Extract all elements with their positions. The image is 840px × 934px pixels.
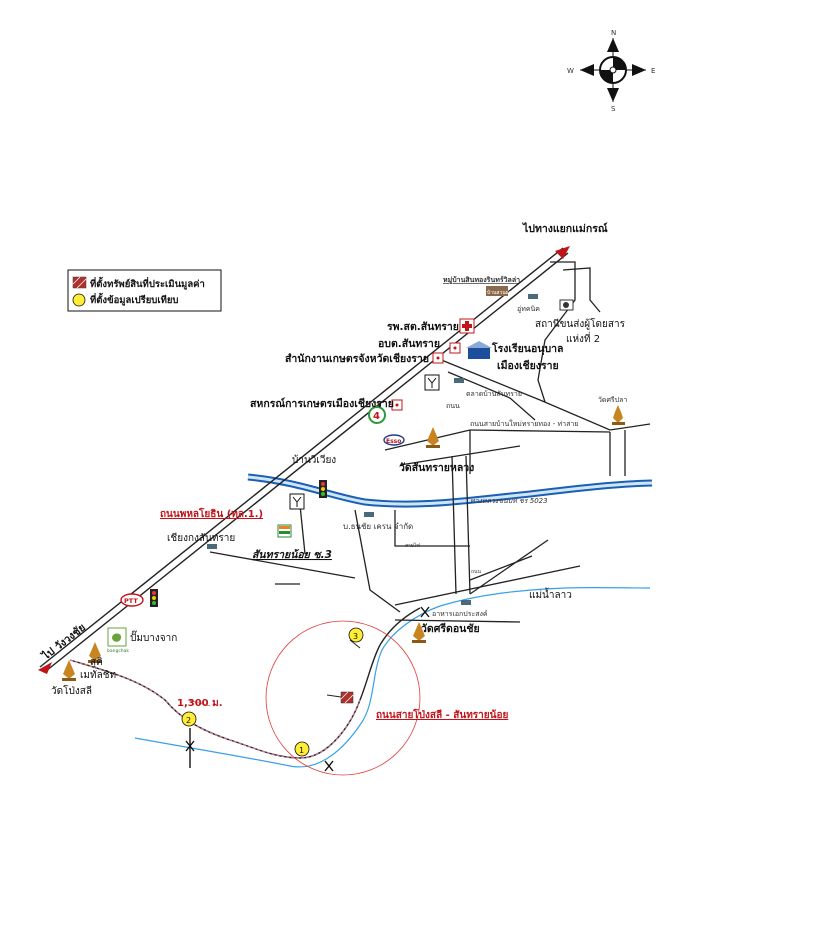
legend: ที่ตั้งทรัพย์สินที่ประเมินมูลค่า ที่ตั้ง…	[67, 269, 222, 312]
label-agri-office: สำนักงานเกษตรจังหวัดเชียงราย	[285, 352, 429, 365]
building-icon	[207, 294, 538, 605]
temple-icon	[412, 622, 426, 643]
label-restaurant: อาหารเอกประสงค์	[432, 610, 488, 618]
bus-station-icon	[559, 299, 574, 311]
legend-comparable-label: ที่ตั้งข้อมูลเปรียบเทียบ	[90, 292, 178, 307]
comparable-marker-3: 3	[348, 627, 364, 643]
label-wat-sri-pan: วัดศรีปลา	[598, 396, 627, 404]
label-uthai: อู่ทคนิค	[517, 305, 540, 313]
label-to-mae-kon: ไปทางแยกแม่กรณ์	[522, 222, 608, 235]
label-chiang-kong: เชียงกงสันทราย	[167, 532, 235, 544]
label-terminal-1: สถานีขนส่งผู้โดยสาร	[535, 317, 626, 330]
bangchak-logo-icon: bangchak	[107, 627, 129, 654]
temple-icon	[88, 642, 102, 663]
compass-west-arrow	[580, 64, 594, 76]
label-pong-road: ถนนสายโป่งสลี - สันทรายน้อย	[376, 708, 508, 721]
label-road-small: ถนน	[446, 402, 460, 410]
svg-text:3: 3	[353, 632, 358, 641]
legend-assessed-label: ที่ตั้งทรัพย์สินที่ประเมินมูลค่า	[90, 276, 205, 291]
label-sao: อบต.สันทราย	[378, 338, 440, 350]
compass-s-label: S	[611, 105, 616, 113]
label-distance: 1,300 ม.	[177, 698, 223, 709]
comparable-marker-2: 2	[181, 711, 197, 727]
coop-logo-icon: 4	[368, 406, 386, 424]
svg-text:1: 1	[299, 746, 304, 755]
label-ban-pong-road: ถนนสายบ้านใหม่ทรายทอง - ท่าสาย	[470, 419, 578, 428]
label-terminal-2: แห่งที่ 2	[566, 331, 600, 345]
temple-icon	[426, 427, 440, 448]
junction-icon	[424, 374, 440, 391]
compass: N S W E	[567, 29, 655, 113]
legend-yellow-dot-icon	[72, 293, 86, 307]
temple-icon	[612, 405, 625, 425]
to-mae-kon-arrow	[555, 246, 570, 259]
canal	[247, 473, 653, 508]
assessed-property-marker	[340, 691, 354, 704]
mae-lao-river	[134, 586, 651, 768]
road-network	[209, 261, 651, 623]
label-kindergarten-1: โรงเรียนอนุบาล	[491, 342, 563, 356]
compass-n-label: N	[611, 29, 616, 37]
label-gas-station: ปั๊มบางจาก	[130, 630, 177, 644]
school-icon	[466, 341, 492, 359]
label-sukhi-2: เมทัลชิท	[80, 670, 116, 681]
bridge-marks	[185, 606, 430, 772]
label-santrai-noi: สันทรายน้อย ซ.3	[252, 549, 332, 561]
label-coop: สหกรณ์การเกษตรเมืองเชียงราย	[250, 397, 394, 410]
label-wat-santrai: วัดสันทรายหลวง	[399, 462, 474, 474]
ptt-logo-icon: PTT	[120, 593, 144, 607]
label-wat-sri-don: วัดศรีดอนชัย	[421, 622, 480, 635]
traffic-light-icon	[150, 589, 158, 607]
label-gas-sign-1: สายไฟ	[405, 542, 420, 549]
svg-text:4: 4	[373, 411, 380, 422]
village-sign-text: บ้านสวนผล	[487, 289, 512, 296]
label-kindergarten-2: เมืองเชียงราย	[497, 359, 559, 372]
hospital-icon	[459, 318, 475, 334]
bangchak-text: bangchak	[107, 648, 129, 654]
compass-e-label: E	[651, 67, 655, 75]
svg-text:2: 2	[186, 716, 191, 725]
temple-icon	[62, 660, 76, 681]
traffic-light-icon	[319, 480, 327, 498]
compass-east-arrow	[632, 64, 646, 76]
label-village-top: หมู่บ้านสินทองรินทร์วิลล่า	[443, 275, 520, 285]
label-rural-road: ทางหลวงชนบท ชร 5023	[470, 497, 548, 505]
comparable-marker-1: 1	[294, 741, 310, 757]
label-wat-pong: วัดโป่งสลี	[51, 684, 92, 697]
ptt-text: PTT	[124, 597, 138, 605]
label-market: ตลาดบ้านสันทราย	[466, 390, 522, 398]
label-mae-lao: แม่น้ำลาว	[529, 587, 572, 601]
label-co-ltd: บ.ธนชัย เครน จำกัด	[343, 522, 413, 531]
convenience-store-icon	[277, 524, 292, 538]
label-phahon-road: ถนนพหลโยธิน (ทล.1.)	[160, 507, 263, 520]
esso-logo-icon: Esso	[383, 434, 405, 446]
label-ban-wiang: บ้านวิเวียง	[292, 454, 336, 466]
label-gas-sign-2: ถนน	[471, 569, 481, 575]
compass-north-arrow	[607, 38, 619, 52]
label-hospital: รพ.สต.สันทราย	[387, 321, 459, 333]
compass-south-arrow	[607, 88, 619, 102]
village-sign-icon: บ้านสวนผล	[486, 286, 512, 296]
label-sukhi-1: สุคิ	[90, 657, 103, 668]
compass-w-label: W	[567, 67, 574, 75]
esso-text: Esso	[386, 438, 401, 445]
to-wiang-arrow	[38, 662, 52, 674]
buffer-radius-circle	[265, 620, 421, 776]
junction-icon	[289, 493, 305, 510]
